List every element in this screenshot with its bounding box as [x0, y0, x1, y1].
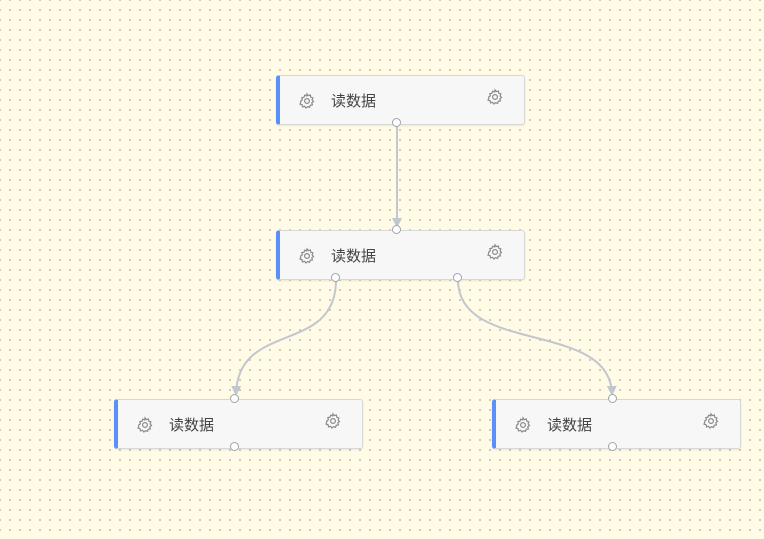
gear-icon[interactable] — [136, 416, 154, 434]
output-port[interactable] — [230, 442, 239, 451]
gear-icon[interactable] — [298, 247, 316, 265]
input-port[interactable] — [392, 225, 401, 234]
gear-icon[interactable] — [324, 412, 342, 430]
output-port[interactable] — [331, 273, 340, 282]
input-port[interactable] — [230, 394, 239, 403]
output-port[interactable] — [453, 273, 462, 282]
gear-icon[interactable] — [702, 412, 720, 430]
flow-node[interactable]: 读数据 — [114, 399, 363, 449]
flow-node[interactable]: 读数据 — [276, 75, 525, 125]
gear-icon[interactable] — [514, 416, 532, 434]
output-port[interactable] — [392, 118, 401, 127]
gear-icon[interactable] — [298, 92, 316, 110]
flow-node[interactable]: 读数据 — [492, 399, 741, 449]
gear-icon[interactable] — [486, 243, 504, 261]
gear-icon[interactable] — [486, 88, 504, 106]
edge-n2-n3[interactable] — [231, 279, 337, 396]
node-label: 读数据 — [331, 92, 377, 110]
node-label: 读数据 — [169, 416, 215, 434]
node-label: 读数据 — [547, 416, 593, 434]
node-label: 读数据 — [331, 247, 377, 265]
output-port[interactable] — [608, 442, 617, 451]
flow-node[interactable]: 读数据 — [276, 230, 525, 280]
input-port[interactable] — [608, 394, 617, 403]
edge-n2-n4[interactable] — [457, 279, 617, 396]
